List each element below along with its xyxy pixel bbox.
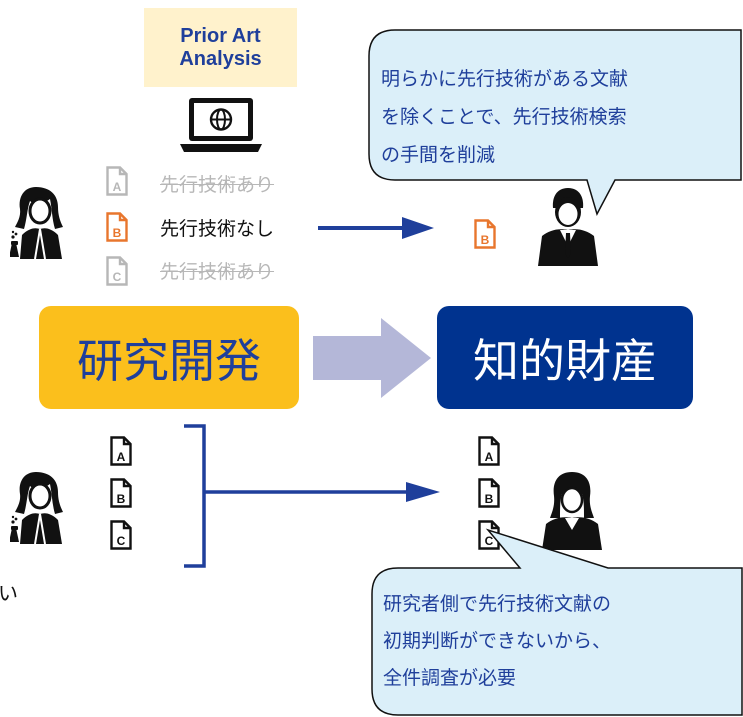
top-bubble-text: 明らかに先行技術がある文献 を除くことで、先行技術検索 の手間を削減 (381, 68, 629, 166)
top-doc-c-label: 先行技術あり (160, 261, 275, 283)
result-document-a-icon: A (478, 436, 500, 466)
top-doc-b-label: 先行技術なし (160, 218, 275, 240)
bottom-speech-bubble (371, 528, 743, 716)
bottom-document-c-icon: C (110, 520, 132, 550)
top-speech-bubble (368, 29, 742, 216)
bottom-document-a-icon: A (110, 436, 132, 466)
researcher-icon (10, 187, 63, 260)
prior-art-analysis-box: Prior Art Analysis (144, 8, 297, 87)
ip-specialist-woman-icon (542, 472, 602, 550)
researcher-icon-bottom (10, 472, 63, 545)
top-doc-a-label: 先行技術あり (160, 174, 275, 196)
research-development-box: 研究開発 (39, 306, 299, 409)
laptop-globe-icon (180, 98, 262, 152)
intellectual-property-box: 知的財産 (437, 306, 693, 409)
document-b-icon: B (106, 212, 128, 242)
document-a-icon: A (106, 166, 128, 196)
stray-character: い (0, 581, 18, 605)
top-flow-arrow (318, 217, 434, 239)
result-document-b-icon: B (474, 219, 496, 249)
bottom-document-b-icon: B (110, 478, 132, 508)
center-flow-arrow (313, 318, 431, 398)
bottom-bubble-text: 研究者側で先行技術文献の 初期判断ができないから、 全件調査が必要 (383, 593, 612, 689)
result-document-b-icon-bottom: B (478, 478, 500, 508)
document-c-icon: C (106, 256, 128, 286)
ip-specialist-icon (538, 188, 598, 266)
bottom-bracket-arrow (184, 424, 440, 568)
